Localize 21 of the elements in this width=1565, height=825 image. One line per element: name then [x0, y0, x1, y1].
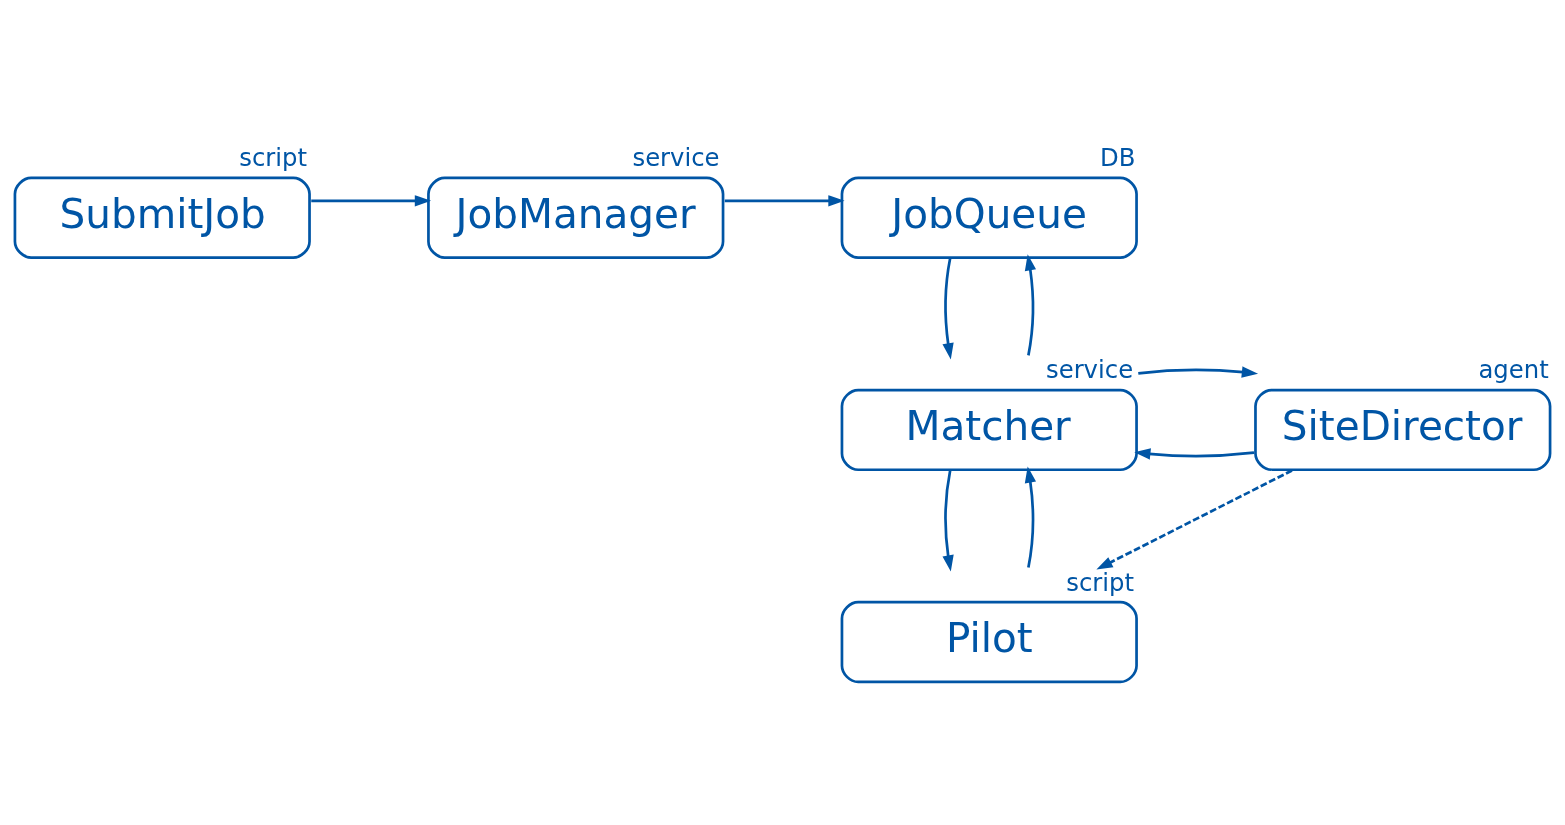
- node-label: script: [1066, 567, 1135, 597]
- node-box: Matcher: [840, 388, 1138, 471]
- node-label: service: [632, 142, 720, 172]
- arrow: [1024, 465, 1037, 568]
- node-box: Pilot: [840, 600, 1138, 683]
- node-label: script: [239, 142, 308, 172]
- arrow: [1134, 447, 1255, 460]
- arrow: [942, 257, 954, 359]
- node-label: service: [1046, 354, 1134, 384]
- node-box: JobManager: [427, 176, 725, 259]
- arrow: [1138, 365, 1259, 378]
- arrow: [724, 194, 845, 207]
- arrow: [1024, 253, 1037, 356]
- node-box: SiteDirector: [1254, 388, 1552, 471]
- arrow: [311, 194, 432, 207]
- arrow: [1096, 468, 1293, 570]
- node-box: JobQueue: [840, 176, 1138, 259]
- node-label: DB: [1100, 142, 1136, 172]
- node-label: agent: [1478, 354, 1549, 384]
- node-box: SubmitJob: [13, 176, 311, 259]
- arrow: [942, 469, 954, 572]
